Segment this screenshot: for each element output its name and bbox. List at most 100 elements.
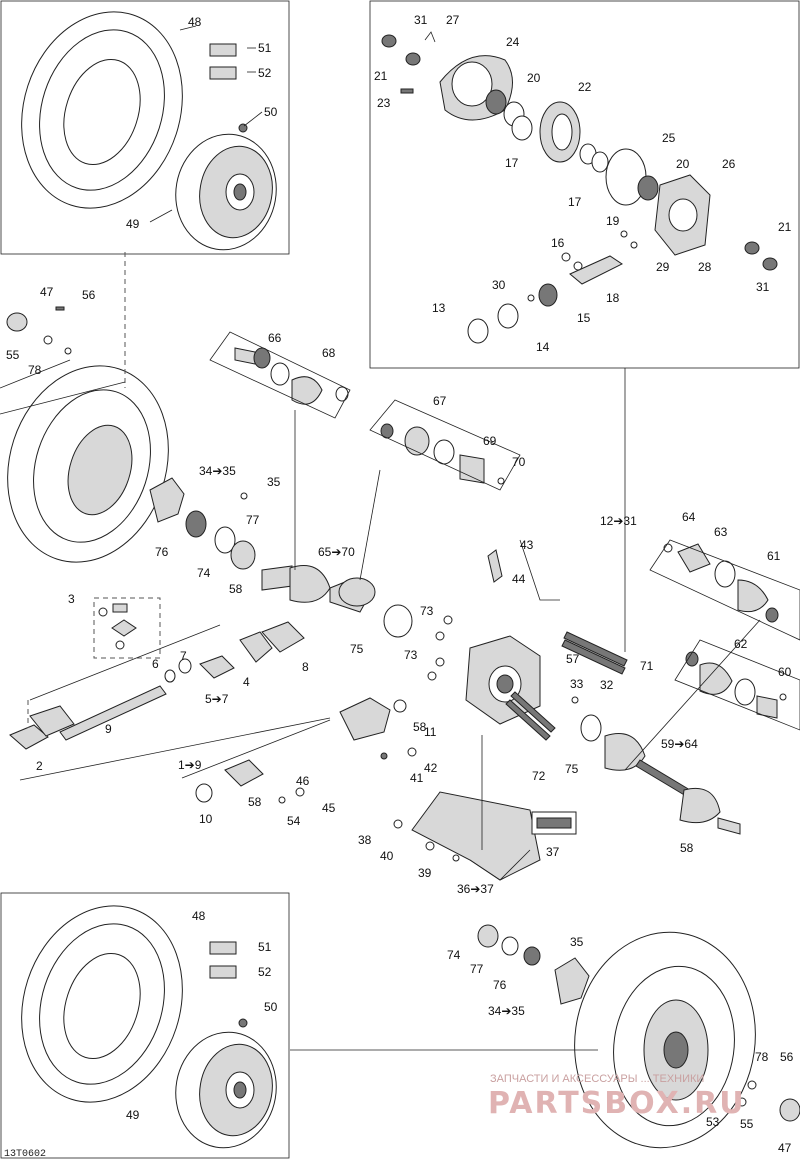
callout-19: 19: [606, 214, 620, 228]
callout-76-top: 76: [155, 545, 169, 559]
callout-43: 43: [520, 538, 534, 552]
callout-21b: 21: [778, 220, 792, 234]
callout-20a: 20: [527, 71, 541, 85]
callout-73a: 73: [420, 604, 434, 618]
tire-front-right: [477, 924, 800, 1149]
callout-51-top: 51: [258, 41, 272, 55]
callout-1-9: 1➔9: [178, 758, 202, 772]
callout-69: 69: [483, 434, 497, 448]
tire-and-rim-bottom: [21, 905, 277, 1149]
callout-28: 28: [698, 260, 712, 274]
callout-52-top: 52: [258, 66, 272, 80]
callout-55-bottom: 55: [740, 1117, 754, 1131]
callout-78-top: 78: [28, 363, 42, 377]
callout-46: 46: [296, 774, 310, 788]
cv-boot-group-67-70: [380, 423, 505, 485]
callout-17a: 17: [505, 156, 519, 170]
callout-29: 29: [656, 260, 670, 274]
watermark-logo: PARTSBOX.RU: [488, 1086, 746, 1121]
differential-parts: [381, 31, 778, 344]
callout-65-70: 65➔70: [318, 545, 355, 559]
callout-30: 30: [492, 278, 506, 292]
callout-54: 54: [287, 814, 301, 828]
diagram-code: 13T0602: [4, 1149, 46, 1160]
callout-25: 25: [662, 131, 676, 145]
callout-58a: 58: [229, 582, 243, 596]
callout-11: 11: [424, 725, 437, 739]
callout-49-bottom: 49: [126, 1108, 140, 1122]
callout-42: 42: [424, 761, 438, 775]
callout-13: 13: [432, 301, 446, 315]
callout-21a: 21: [374, 69, 388, 83]
callout-56-top: 56: [82, 288, 96, 302]
callout-61: 61: [767, 549, 781, 563]
front-drive-shaft-right: [604, 733, 741, 835]
callout-27: 27: [446, 13, 460, 27]
callout-17b: 17: [568, 195, 582, 209]
callout-5-7: 5➔7: [205, 692, 229, 706]
callout-52-bottom: 52: [258, 965, 272, 979]
callout-38: 38: [358, 833, 372, 847]
callout-12-31: 12➔31: [600, 514, 637, 528]
tire-front-left: [7, 365, 256, 570]
callout-50-top: 50: [264, 105, 278, 119]
callout-76-bottom: 76: [493, 978, 507, 992]
callout-2: 2: [36, 759, 43, 773]
callout-74-top: 74: [197, 566, 211, 580]
front-differential-housing: [393, 549, 628, 742]
callout-75b: 75: [565, 762, 579, 776]
callout-35-top: 35: [267, 475, 281, 489]
callout-78-bottom: 78: [755, 1050, 769, 1064]
callout-58c: 58: [248, 795, 262, 809]
callout-24: 24: [506, 35, 520, 49]
callout-63: 63: [714, 525, 728, 539]
callout-74-bottom: 74: [447, 948, 461, 962]
callout-70: 70: [512, 455, 526, 469]
callout-51-bottom: 51: [258, 940, 272, 954]
callout-59-64: 59➔64: [661, 737, 698, 751]
callout-55-top: 55: [6, 348, 20, 362]
callout-20b: 20: [676, 157, 690, 171]
propeller-shaft-group: [9, 597, 305, 750]
callout-31a: 31: [414, 13, 428, 27]
callout-34-35-top: 34➔35: [199, 464, 236, 478]
callout-22: 22: [578, 80, 592, 94]
callout-60: 60: [778, 665, 792, 679]
callout-4: 4: [243, 675, 250, 689]
callout-8: 8: [302, 660, 309, 674]
callout-49-top: 49: [126, 217, 140, 231]
top-left-wheel-frame: [0, 0, 290, 255]
front-drive-shaft-left: [261, 565, 413, 638]
callout-16: 16: [551, 236, 565, 250]
callout-47-top: 47: [40, 285, 54, 299]
callout-71: 71: [640, 659, 654, 673]
tire-and-rim-top: [21, 11, 277, 251]
callout-39: 39: [418, 866, 432, 880]
callout-58b-diff: 58: [413, 720, 427, 734]
callout-75a: 75: [350, 642, 364, 656]
callout-23: 23: [377, 96, 391, 110]
callout-14: 14: [536, 340, 550, 354]
callout-18: 18: [606, 291, 620, 305]
watermark-text: ЗАПЧАСТИ И АКСЕССУАРЫ ... ТЕХНИКИ: [490, 1073, 704, 1085]
callout-66: 66: [268, 331, 282, 345]
callout-77-top: 77: [246, 513, 260, 527]
callout-34-35-bottom: 34➔35: [488, 1004, 525, 1018]
callout-7: 7: [180, 649, 187, 663]
differential-frame: [369, 0, 800, 369]
output-shaft-group: [195, 697, 417, 804]
callout-40: 40: [380, 849, 394, 863]
callout-41: 41: [410, 771, 424, 785]
callout-9: 9: [105, 722, 112, 736]
callout-53: 53: [706, 1115, 720, 1129]
callout-62: 62: [734, 637, 748, 651]
callout-31b: 31: [756, 280, 770, 294]
callout-45: 45: [322, 801, 336, 815]
callout-72: 72: [532, 769, 546, 783]
callout-48-top: 48: [188, 15, 202, 29]
callout-48-bottom: 48: [192, 909, 206, 923]
callout-77-bottom: 77: [470, 962, 484, 976]
callout-44: 44: [512, 572, 526, 586]
skid-plate-group: [393, 791, 577, 881]
